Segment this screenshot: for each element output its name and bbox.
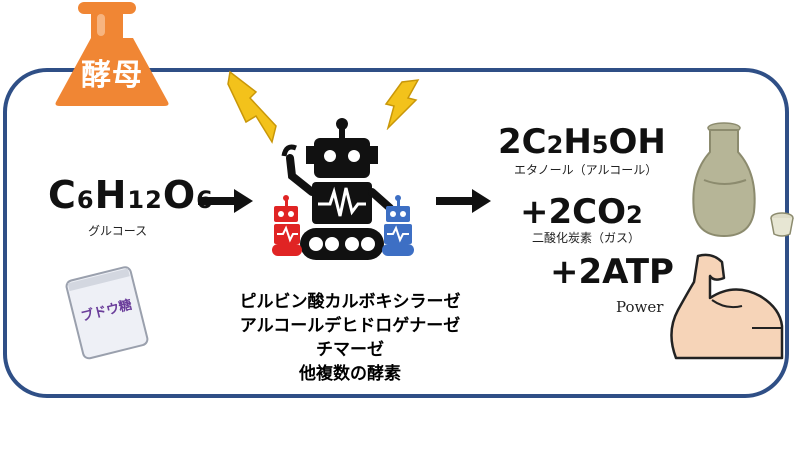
sake-bottle-icon bbox=[692, 122, 794, 238]
ethanol-formula: 2C2H5OH bbox=[498, 122, 666, 162]
co2-caption: 二酸化炭素（ガス） bbox=[532, 231, 641, 245]
atp-formula: +2ATP bbox=[550, 252, 674, 292]
ethanol-caption: エタノール（アルコール） bbox=[514, 163, 658, 177]
enzyme-item: チマーゼ bbox=[316, 340, 384, 360]
robot-icon bbox=[272, 118, 414, 260]
lightning-icon bbox=[384, 79, 420, 130]
glucose-formula: C6H12O6 bbox=[48, 173, 213, 217]
power-caption: Power bbox=[616, 298, 664, 316]
arrow-right-icon bbox=[198, 189, 253, 213]
co2-formula: +2CO2 bbox=[520, 192, 643, 232]
sugar-bag-icon: ブドウ糖 bbox=[65, 266, 149, 360]
glucose-caption: グルコース bbox=[88, 224, 148, 238]
flexed-arm-icon bbox=[670, 253, 784, 360]
flask-icon bbox=[55, 2, 169, 106]
enzyme-item: アルコールデヒドロゲナーゼ bbox=[239, 316, 461, 336]
lightning-icon bbox=[227, 70, 277, 144]
enzyme-item: 他複数の酵素 bbox=[299, 364, 401, 384]
enzyme-list: ピルビン酸カルボキシラーゼ アルコールデヒドロゲナーゼ チマーゼ 他複数の酵素 bbox=[200, 290, 500, 386]
yeast-badge-label: 酵母 bbox=[81, 58, 143, 93]
enzyme-item: ピルビン酸カルボキシラーゼ bbox=[239, 292, 461, 312]
arrow-right-icon bbox=[436, 189, 491, 213]
